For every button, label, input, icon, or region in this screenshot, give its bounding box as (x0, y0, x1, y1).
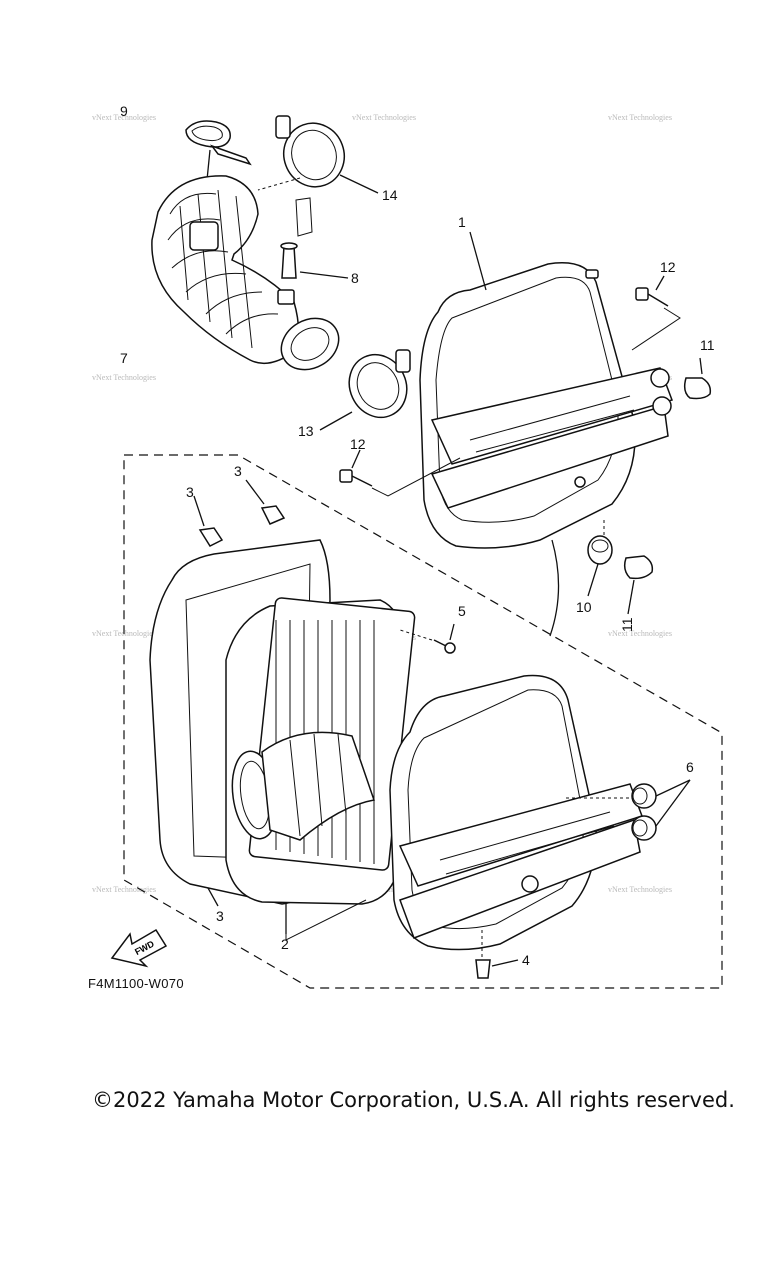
watermark: vNext Technologies (92, 113, 156, 122)
part-11-grommets (623, 357, 712, 615)
forward-arrow: FWD (110, 928, 168, 968)
part-5-screw (399, 623, 456, 654)
part-13-hose-clamp (319, 349, 411, 431)
copyright-notice: ©2022 Yamaha Motor Corporation, U.S.A. A… (92, 1088, 735, 1112)
callout-3: 3 (186, 484, 194, 500)
watermark: vNext Technologies (608, 113, 672, 122)
callout-8: 8 (351, 270, 359, 286)
callout-6: 6 (686, 759, 694, 775)
watermark: vNext Technologies (352, 113, 416, 122)
callout-13: 13 (298, 423, 314, 439)
callout-11: 11 (700, 337, 715, 353)
part-12-bolts (339, 275, 681, 497)
part-4-drain (475, 930, 519, 979)
callout-14: 14 (382, 187, 398, 203)
callout-1: 1 (458, 214, 466, 230)
lower-case-body (389, 674, 643, 951)
callout-10: 10 (576, 599, 592, 615)
callout-2: 2 (281, 936, 289, 952)
callout-3: 3 (234, 463, 242, 479)
watermark: vNext Technologies (608, 629, 672, 638)
callout-12: 12 (660, 259, 676, 275)
part-10-damper (587, 535, 613, 597)
part-1-case-cap (419, 231, 673, 637)
part-14-hose-clamp (257, 115, 379, 194)
part-2-element-case (149, 539, 416, 941)
callout-5: 5 (458, 603, 466, 619)
watermark: vNext Technologies (92, 373, 156, 382)
part-8-fitting (280, 197, 349, 279)
watermark: vNext Technologies (608, 885, 672, 894)
part-6-dampers (566, 779, 691, 841)
assembly-boundary (123, 454, 723, 989)
callout-11: 11 (619, 617, 635, 632)
callout-labels: 1 2 3 3 3 4 5 6 7 8 9 10 11 11 12 12 13 … (120, 103, 715, 968)
watermark: vNext Technologies (92, 885, 156, 894)
callout-4: 4 (522, 952, 530, 968)
callout-3: 3 (216, 908, 224, 924)
callout-12: 12 (350, 436, 366, 452)
callout-9: 9 (120, 103, 128, 119)
callout-7: 7 (120, 350, 128, 366)
diagram-code: F4M1100-W070 (88, 976, 184, 991)
part-7-intake-duct (151, 175, 340, 371)
